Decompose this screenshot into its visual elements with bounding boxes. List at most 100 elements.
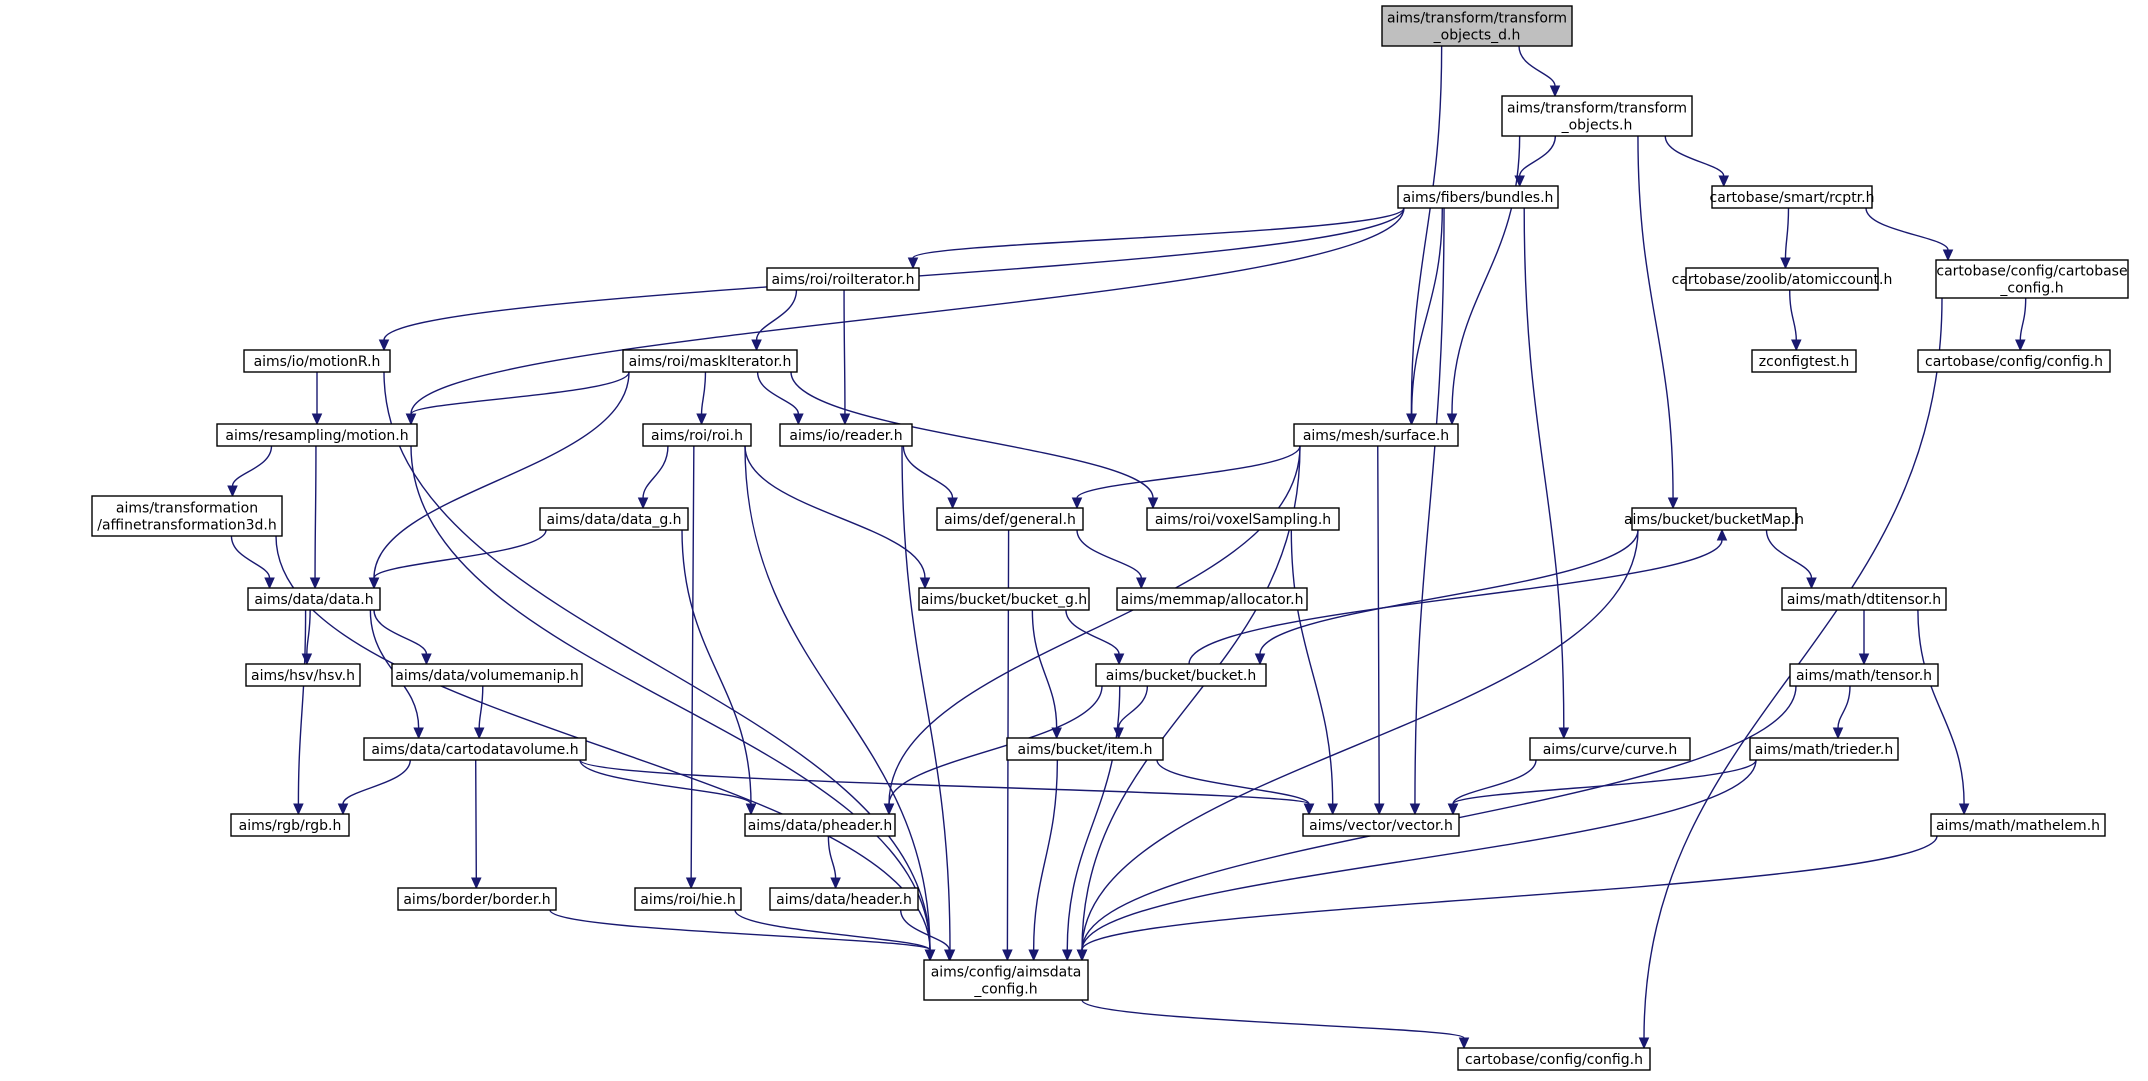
node-cbconf[interactable]: cartobase/config/cartobase_config.h [1935, 259, 2129, 299]
node-bucket[interactable]: aims/bucket/bucket.h [1095, 663, 1267, 687]
node-label: aims/roi/roi.h [651, 428, 743, 444]
node-cbconfig2[interactable]: cartobase/config/config.h [1457, 1047, 1651, 1071]
node-item[interactable]: aims/bucket/item.h [1006, 737, 1164, 761]
node-box [539, 507, 689, 531]
node-border[interactable]: aims/border/border.h [397, 887, 557, 911]
node-box [1529, 737, 1691, 761]
node-datag[interactable]: aims/data/data_g.h [539, 507, 689, 531]
node-curve[interactable]: aims/curve/curve.h [1529, 737, 1691, 761]
node-tensor[interactable]: aims/math/tensor.h [1789, 663, 1939, 687]
node-mathelem[interactable]: aims/math/mathelem.h [1930, 813, 2106, 837]
node-rgb[interactable]: aims/rgb/rgb.h [230, 813, 350, 837]
edge-maskit-to-voxsamp [790, 371, 1159, 510]
node-label: aims/roi/hie.h [640, 892, 735, 908]
node-label: aims/math/trieder.h [1755, 742, 1893, 758]
node-dtensor[interactable]: aims/math/dtitensor.h [1781, 587, 1947, 611]
node-roi[interactable]: aims/roi/roi.h [642, 423, 752, 447]
node-aimsconf[interactable]: aims/config/aimsdata_config.h [923, 959, 1089, 1001]
edge-to_d-to-to [1518, 45, 1561, 98]
node-label: aims/roi/voxelSampling.h [1155, 512, 1331, 528]
node-label: aims/io/motionR.h [254, 354, 381, 370]
node-box [1781, 587, 1947, 611]
node-motionR[interactable]: aims/io/motionR.h [243, 349, 391, 373]
node-box [1095, 663, 1267, 687]
edge-roi-to-bucketg [744, 445, 931, 590]
edge-roiit-to-maskit [751, 289, 798, 352]
edge-affine-to-data [230, 535, 275, 590]
node-box [243, 349, 391, 373]
node-trieder[interactable]: aims/math/trieder.h [1749, 737, 1899, 761]
node-bucketmap[interactable]: aims/bucket/bucketMap.h [1624, 507, 1804, 531]
edge-aimsconf-to-cbconfig2 [1081, 999, 1470, 1050]
node-label: aims/math/mathelem.h [1936, 818, 2100, 834]
node-pheader[interactable]: aims/data/pheader.h [744, 813, 896, 837]
edge-data-to-hsv [301, 609, 313, 666]
node-box [1457, 1047, 1651, 1071]
node-header[interactable]: aims/data/header.h [769, 887, 919, 911]
node-box [1302, 813, 1460, 837]
node-vector[interactable]: aims/vector/vector.h [1302, 813, 1460, 837]
node-alloc[interactable]: aims/memmap/allocator.h [1116, 587, 1308, 611]
edge-to-to-bucketmap [1637, 135, 1679, 510]
node-hie[interactable]: aims/roi/hie.h [634, 887, 742, 911]
edge-roi-to-datag [637, 445, 669, 510]
node-roiit[interactable]: aims/roi/roiIterator.h [766, 267, 920, 291]
node-label: /affinetransformation3d.h [97, 518, 276, 534]
nodes-layer: aims/transform/transform_objects_d.haims… [91, 5, 2129, 1071]
node-hsv[interactable]: aims/hsv/hsv.h [245, 663, 361, 687]
node-motion[interactable]: aims/resampling/motion.h [216, 423, 418, 447]
edge-bucketmap-to-bucket [1254, 529, 1639, 666]
node-box [936, 507, 1084, 531]
node-reader[interactable]: aims/io/reader.h [779, 423, 913, 447]
edge-item-to-vector [1156, 759, 1315, 816]
node-box [1685, 267, 1879, 291]
node-label: aims/data/volumemanip.h [395, 668, 578, 684]
edge-header-to-aimsconf [900, 909, 955, 962]
node-bundles[interactable]: aims/fibers/bundles.h [1397, 185, 1559, 209]
node-to_d[interactable]: aims/transform/transform_objects_d.h [1381, 5, 1573, 47]
node-label: aims/transformation [116, 501, 258, 517]
node-box [1930, 813, 2106, 837]
node-zconf[interactable]: zconfigtest.h [1751, 349, 1857, 373]
edge-datag-to-data [368, 529, 547, 590]
node-box [1917, 349, 2111, 373]
node-general[interactable]: aims/def/general.h [936, 507, 1084, 531]
node-cbconfig[interactable]: cartobase/config/config.h [1917, 349, 2111, 373]
node-box [1006, 737, 1164, 761]
node-box [1789, 663, 1939, 687]
node-cartovol[interactable]: aims/data/cartodatavolume.h [363, 737, 587, 761]
edge-bundles-to-curve [1523, 207, 1570, 740]
edge-rcptr-to-cbconf [1865, 207, 1954, 262]
node-box [779, 423, 913, 447]
node-label: aims/memmap/allocator.h [1121, 592, 1304, 608]
node-maskit[interactable]: aims/roi/maskIterator.h [622, 349, 798, 373]
node-label: aims/def/general.h [944, 512, 1076, 528]
edge-to-to-bundles [1514, 135, 1557, 188]
node-label: cartobase/zoolib/atomiccount.h [1672, 272, 1893, 288]
node-surface[interactable]: aims/mesh/surface.h [1293, 423, 1459, 447]
node-box [622, 349, 798, 373]
edge-dtensor-to-mathelem [1917, 609, 1970, 816]
node-label: aims/config/aimsdata [931, 965, 1082, 981]
node-bucketg[interactable]: aims/bucket/bucket_g.h [918, 587, 1090, 611]
node-atomic[interactable]: cartobase/zoolib/atomiccount.h [1672, 267, 1893, 291]
node-voxsamp[interactable]: aims/roi/voxelSampling.h [1146, 507, 1340, 531]
edge-roi-to-aimsconf [744, 445, 936, 962]
node-data[interactable]: aims/data/data.h [247, 587, 381, 611]
edge-mathelem-to-aimsconf [1076, 835, 1938, 962]
node-rcptr[interactable]: cartobase/smart/rcptr.h [1710, 185, 1875, 209]
node-label: cartobase/smart/rcptr.h [1710, 190, 1875, 206]
node-box [245, 663, 361, 687]
node-box [744, 813, 896, 837]
edge-to_d-to-surface [1406, 45, 1443, 426]
edge-bucket-to-bucketmap [1188, 528, 1728, 665]
edge-bundles-to-vector [1409, 207, 1445, 816]
node-label: aims/border/border.h [403, 892, 550, 908]
node-volmanip[interactable]: aims/data/volumemanip.h [391, 663, 583, 687]
node-box [918, 587, 1090, 611]
node-affine[interactable]: aims/transformation/affinetransformation… [91, 495, 283, 537]
node-to[interactable]: aims/transform/transform_objects.h [1501, 95, 1693, 137]
edge-bundles-to-motion [405, 207, 1405, 426]
node-box [1397, 185, 1559, 209]
edge-cbconf-to-cbconfig [2015, 297, 2027, 352]
